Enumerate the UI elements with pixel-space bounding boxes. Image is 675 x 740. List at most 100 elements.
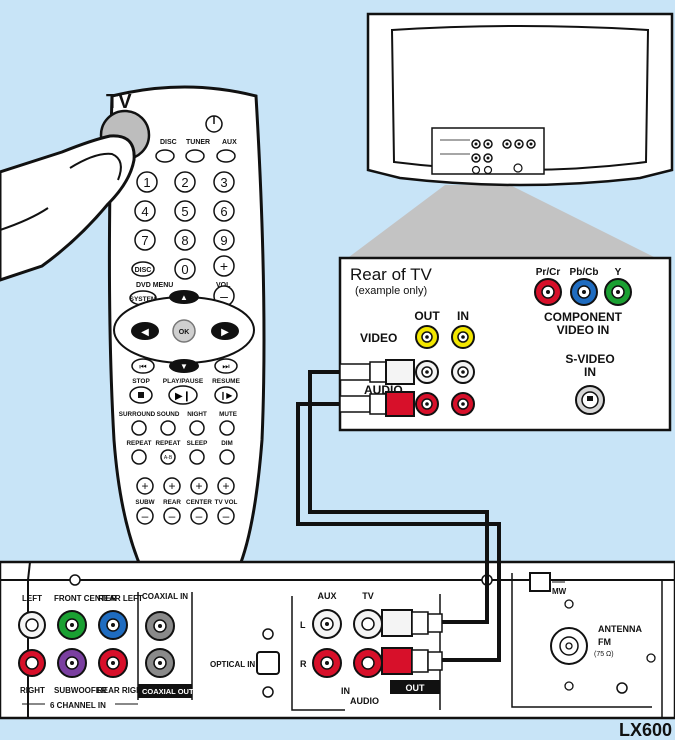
coaxial-out-jack[interactable] (145, 648, 175, 678)
play-pause-button[interactable] (168, 385, 198, 405)
key-6[interactable] (213, 200, 235, 222)
sound-button[interactable] (160, 420, 176, 436)
next-button[interactable] (214, 358, 238, 374)
prev-button[interactable] (131, 358, 155, 374)
receiver-rear-panel: LEFT FRONT CENTER REAR LEFT COAXIAL IN R… (0, 560, 675, 720)
remote-disc-button[interactable] (131, 261, 155, 277)
key-7[interactable] (134, 229, 156, 251)
tv-audio-l-in-jack[interactable] (451, 360, 475, 384)
tv-view-beam (345, 185, 660, 260)
tv-audio-r-out-jack[interactable] (415, 392, 439, 416)
red-rca-plug (381, 647, 413, 675)
key-2[interactable] (174, 171, 196, 193)
optical-in-port[interactable] (256, 651, 280, 675)
coaxial-out-label: COAXIAL OUT (142, 687, 194, 696)
level-minus-row: – – – – (136, 507, 235, 525)
nav-up-button[interactable] (169, 290, 199, 304)
ch-rear-left-label: REAR LEFT (98, 594, 143, 603)
nav-down-button[interactable] (169, 359, 199, 373)
rear-right-jack[interactable] (98, 648, 128, 678)
repeat-ab-button[interactable] (160, 449, 176, 465)
remote-subw-label: SUBW (135, 499, 154, 506)
svideo-in-jack[interactable] (575, 385, 605, 415)
hand-icon (0, 134, 136, 282)
coaxial-out-badge (138, 684, 192, 698)
nav-left-button[interactable] (131, 322, 159, 340)
level-up-button[interactable] (163, 477, 181, 495)
key-9[interactable] (213, 229, 235, 251)
tv-video-out-jack[interactable] (415, 325, 439, 349)
nav-right-button[interactable] (211, 322, 239, 340)
rear-left-jack[interactable] (98, 610, 128, 640)
level-down-button[interactable] (163, 507, 181, 525)
remote-night-label: NIGHT (187, 411, 207, 418)
tv-audio-r-in-jack[interactable] (451, 392, 475, 416)
dim-button[interactable] (219, 449, 235, 465)
level-down-button[interactable] (136, 507, 154, 525)
aux-r-jack[interactable] (312, 648, 342, 678)
sleep-button[interactable] (189, 449, 205, 465)
ch-front-center-label: FRONT CENTER (54, 594, 117, 603)
key-4-label: 4 (141, 204, 148, 219)
night-button[interactable] (189, 420, 205, 436)
tv-l-jack[interactable] (353, 609, 383, 639)
stop-icon (138, 392, 144, 398)
remote-source-button[interactable] (216, 149, 236, 163)
component-pb-jack[interactable] (570, 278, 598, 306)
minus-icon: – (142, 509, 149, 523)
remote-source-button[interactable] (185, 149, 205, 163)
level-up-button[interactable] (136, 477, 154, 495)
subwoofer-jack[interactable] (57, 648, 87, 678)
ok-button[interactable] (172, 319, 196, 343)
mute-button[interactable] (219, 420, 235, 436)
screw-icon (564, 599, 574, 609)
component-y-jack[interactable] (604, 278, 632, 306)
level-up-button[interactable] (217, 477, 235, 495)
component-pr-jack[interactable] (534, 278, 562, 306)
remote-repeat-label: REPEAT (126, 440, 151, 447)
key-3[interactable] (213, 171, 235, 193)
repeat-button[interactable] (131, 449, 147, 465)
audio-label: AUDIO (350, 696, 379, 706)
remote-stop-label: STOP (132, 378, 150, 385)
component-pr-label: Pr/Cr (536, 267, 561, 278)
resume-button[interactable] (214, 386, 238, 404)
tv-video-in-jack[interactable] (451, 325, 475, 349)
remote-source-aux: AUX (222, 139, 237, 146)
level-up-button[interactable] (190, 477, 208, 495)
aux-l-jack[interactable] (312, 609, 342, 639)
red-rca-plug (385, 391, 415, 417)
component-y-label: Y (615, 267, 622, 278)
screw-icon (262, 686, 274, 698)
remote-tvvol-label: TV VOL (215, 499, 238, 506)
left-jack[interactable] (18, 611, 46, 639)
coaxial-in-jack[interactable] (145, 611, 175, 641)
front-center-jack[interactable] (57, 610, 87, 640)
key-8[interactable] (174, 229, 196, 251)
key-5[interactable] (174, 200, 196, 222)
mw-antenna-terminal[interactable] (529, 572, 551, 592)
remote-source-button[interactable] (155, 149, 175, 163)
ch-rear-right-label: REAR RIGHT (97, 686, 147, 695)
aux-label: AUX (317, 591, 336, 601)
tv-audio-l-out-jack[interactable] (415, 360, 439, 384)
key-0[interactable] (174, 258, 196, 280)
component-pb-label: Pb/Cb (570, 267, 599, 278)
remote-repeat-ab-label: REPEAT (155, 440, 180, 447)
remote-playpause-label: PLAY/PAUSE (163, 378, 204, 385)
audio-cable-white (308, 370, 489, 624)
right-jack[interactable] (18, 649, 46, 677)
key-1[interactable] (136, 171, 158, 193)
component-label-line1: COMPONENT (544, 310, 623, 324)
tv-r-jack[interactable] (353, 648, 383, 678)
vol-up-button[interactable] (213, 255, 235, 277)
fm-antenna-jack[interactable] (550, 627, 588, 665)
level-down-button[interactable] (190, 507, 208, 525)
remote-disc-label: DISC (135, 267, 152, 274)
ok-label: OK (179, 329, 190, 336)
key-4[interactable] (134, 200, 156, 222)
surround-button[interactable] (131, 420, 147, 436)
component-label-line2: VIDEO IN (557, 323, 610, 337)
level-down-button[interactable] (217, 507, 235, 525)
remote-source-disc: DISC (160, 139, 177, 146)
